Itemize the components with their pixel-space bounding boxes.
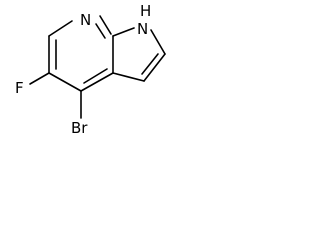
- bond-double-c7a-n7: [95, 23, 106, 39]
- bond-set: [29, 15, 166, 119]
- bond-c5-f: [29, 72, 50, 85]
- atom-label-pyridine-n: N: [80, 11, 91, 29]
- bond-c4-c5: [48, 72, 82, 92]
- bond-double-c4-c3a: [83, 68, 108, 84]
- bond-double-c2-c3: [141, 53, 159, 75]
- atom-label-pyrrole-nh-h: H: [140, 2, 151, 20]
- bond-n1-c2: [150, 29, 166, 55]
- atom-label-bromine: Br: [71, 119, 88, 137]
- bond-c2-c3: [143, 53, 166, 82]
- atom-label-set: N H N F Br: [15, 2, 151, 137]
- bond-c3a-c4: [80, 72, 114, 92]
- atom-label-pyrrole-n: N: [137, 20, 148, 38]
- bond-c7a-n1: [112, 27, 135, 37]
- bond-c6-n7: [48, 20, 73, 37]
- bond-n7-c7a: [99, 15, 112, 35]
- chemical-structure-diagram: N H N F Br: [15, 2, 166, 137]
- atom-label-fluorine: F: [15, 79, 24, 97]
- bond-c3-c3a: [112, 72, 145, 82]
